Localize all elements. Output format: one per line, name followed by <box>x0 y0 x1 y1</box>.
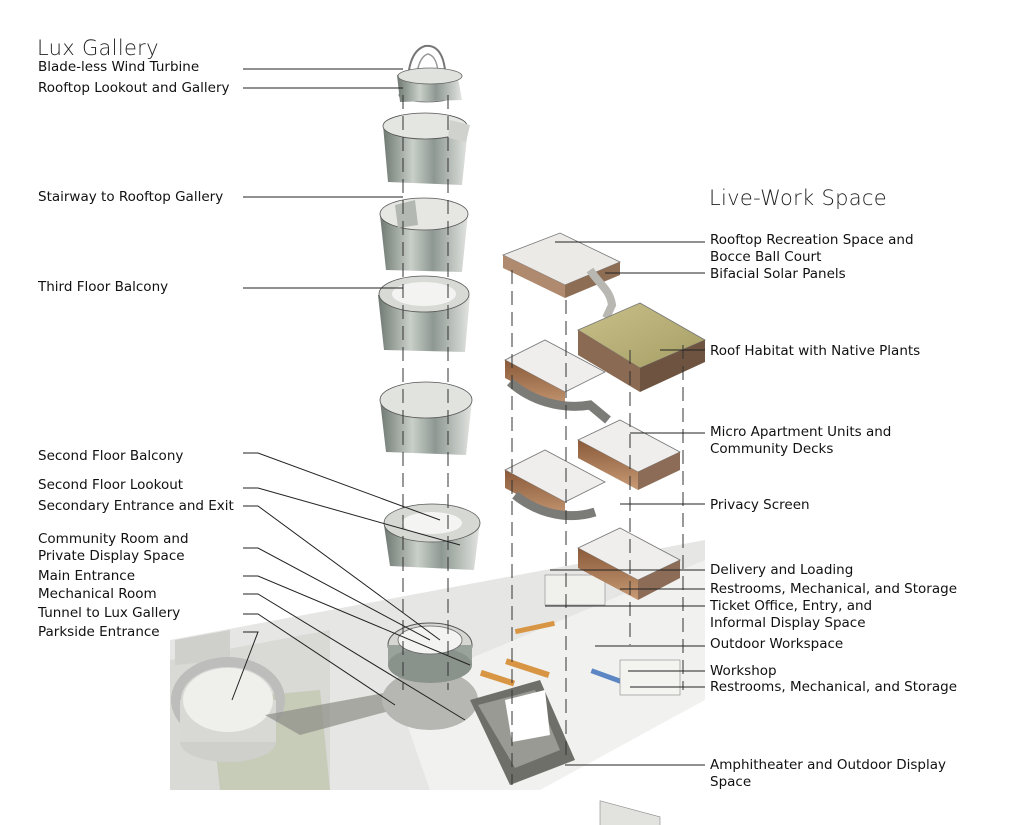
upper-drum-level <box>382 112 470 185</box>
lux-label-mechanical-room: Mechanical Room <box>38 586 157 603</box>
label-line: Community Decks <box>710 441 834 457</box>
label-line: Ticket Office, Entry, and <box>710 598 873 614</box>
lux-leader-line <box>243 575 471 666</box>
lux-label-parkside-entrance: Parkside Entrance <box>38 624 160 641</box>
lux-label-tunnel-to-lux-gallery: Tunnel to Lux Gallery <box>38 605 180 622</box>
lux-label-rooftop-lookout-and-gallery: Rooftop Lookout and Gallery <box>38 80 230 97</box>
lux-leader-line <box>243 547 431 641</box>
lux-leader-line <box>243 593 466 721</box>
live-label-roof-habitat-with-native-plants: Roof Habitat with Native Plants <box>710 343 920 360</box>
second-floor-level <box>383 503 481 570</box>
label-line: Micro Apartment Units and <box>710 424 892 440</box>
lux-leader-line <box>231 631 259 701</box>
rooftop-recreation-level <box>501 232 621 320</box>
live-work-stack <box>501 232 706 600</box>
label-line: Workshop <box>710 663 777 679</box>
label-line: Bifacial Solar Panels <box>710 266 846 282</box>
live-label-outdoor-workspace: Outdoor Workspace <box>710 636 843 653</box>
label-line: Restrooms, Mechanical, and Storage <box>710 679 957 695</box>
label-line: Space <box>710 774 752 790</box>
live-label-restrooms-mechanical-and-storage: Restrooms, Mechanical, and Storage <box>710 679 957 696</box>
label-line: Secondary Entrance and Exit <box>38 498 234 514</box>
label-line: Delivery and Loading <box>710 562 854 578</box>
lux-gallery-tower <box>378 44 481 570</box>
lux-label-second-floor-lookout: Second Floor Lookout <box>38 477 183 494</box>
leader-lines <box>231 68 705 766</box>
lux-label-secondary-entrance-and-exit: Secondary Entrance and Exit <box>38 498 234 515</box>
live-label-delivery-and-loading: Delivery and Loading <box>710 562 853 579</box>
apartment-module-middle <box>577 419 681 490</box>
courtyard-furniture <box>479 574 681 825</box>
label-line: Rooftop Recreation Space and <box>710 232 914 248</box>
label-line: Blade-less Wind Turbine <box>38 59 200 75</box>
label-line: Privacy Screen <box>710 497 810 513</box>
label-line: Amphitheater and Outdoor Display <box>710 757 946 773</box>
third-floor-balcony-level <box>378 275 470 352</box>
label-line: Bocce Ball Court <box>710 249 822 265</box>
live-label-workshop: Workshop <box>710 663 777 680</box>
label-line: Outdoor Workspace <box>710 636 844 652</box>
lux-label-main-entrance: Main Entrance <box>38 568 135 585</box>
lux-label-third-floor-balcony: Third Floor Balcony <box>38 279 168 296</box>
lux-leader-line <box>243 487 461 546</box>
live-label-privacy-screen: Privacy Screen <box>710 497 810 514</box>
label-line: Main Entrance <box>38 568 136 584</box>
label-line: Third Floor Balcony <box>38 279 169 295</box>
lux-label-second-floor-balcony: Second Floor Balcony <box>38 448 183 465</box>
lux-leader-line <box>243 452 441 521</box>
label-line: Rooftop Lookout and Gallery <box>38 80 230 96</box>
label-line: Tunnel to Lux Gallery <box>38 605 181 621</box>
rooftop-lookout-level <box>397 67 463 102</box>
apartment-module-lower <box>504 449 606 521</box>
lux-label-stairway-to-rooftop-gallery: Stairway to Rooftop Gallery <box>38 189 223 206</box>
lux-gallery-title: Lux Gallery <box>37 36 159 60</box>
live-label-restrooms-mechanical-and-storage: Restrooms, Mechanical, and Storage <box>710 581 957 598</box>
label-line: Roof Habitat with Native Plants <box>710 343 921 359</box>
live-label-bifacial-solar-panels: Bifacial Solar Panels <box>710 266 846 283</box>
lux-leader-line <box>243 505 441 641</box>
roof-habitat-level <box>577 302 706 392</box>
label-line: Community Room and <box>38 531 189 547</box>
lux-label-blade-less-wind-turbine: Blade-less Wind Turbine <box>38 59 199 76</box>
label-line: Second Floor Lookout <box>38 477 184 493</box>
live-work-title: Live-Work Space <box>709 186 887 210</box>
lux-leader-line <box>243 613 396 706</box>
parkside-entrance <box>171 657 285 762</box>
stairway-level <box>379 197 469 272</box>
label-line: Stairway to Rooftop Gallery <box>38 189 224 205</box>
apartment-module-upper <box>504 339 611 424</box>
label-line: Restrooms, Mechanical, and Storage <box>710 581 957 597</box>
label-line: Parkside Entrance <box>38 624 160 640</box>
label-line: Informal Display Space <box>710 615 866 631</box>
label-line: Private Display Space <box>38 548 185 564</box>
label-line: Second Floor Balcony <box>38 448 184 464</box>
middle-drum-level <box>379 381 473 455</box>
alignment-lines <box>402 95 684 785</box>
amphitheater <box>470 680 575 785</box>
label-line: Mechanical Room <box>38 586 157 602</box>
